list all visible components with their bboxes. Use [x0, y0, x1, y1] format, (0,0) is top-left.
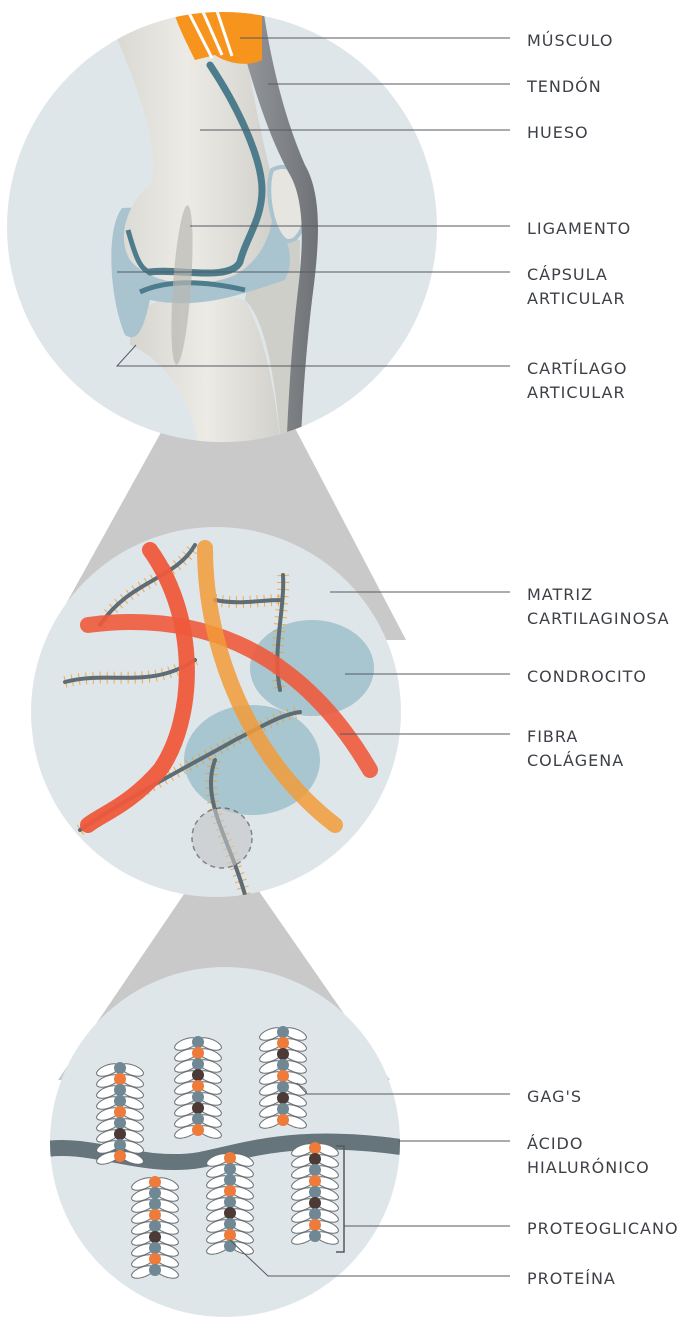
- label-musculo: MÚSCULO: [527, 31, 614, 50]
- label-capsula-line1: CÁPSULA: [527, 265, 608, 284]
- label-fibra-line1: FIBRA: [527, 727, 578, 746]
- protein-core-bead: [192, 1113, 204, 1125]
- protein-core-bead: [149, 1176, 161, 1188]
- label-hueso: HUESO: [527, 123, 589, 142]
- protein-core-bead: [224, 1152, 236, 1164]
- label-ligamento: LIGAMENTO: [527, 219, 631, 238]
- protein-core-bead: [192, 1124, 204, 1136]
- label-acido-line2: HIALURÓNICO: [527, 1158, 650, 1177]
- label-acido-line1: ÁCIDO: [527, 1134, 583, 1153]
- protein-core-bead: [192, 1080, 204, 1092]
- protein-core-bead: [224, 1196, 236, 1208]
- protein-core-bead: [277, 1103, 289, 1115]
- label-gags: GAG'S: [527, 1087, 582, 1106]
- zoom-marker: [192, 808, 252, 868]
- protein-core-bead: [149, 1220, 161, 1232]
- protein-core-bead: [149, 1187, 161, 1199]
- protein-core-bead: [114, 1139, 126, 1151]
- protein-core-bead: [277, 1114, 289, 1126]
- protein-core-bead: [277, 1037, 289, 1049]
- knee-joint-illustration: [7, 0, 437, 460]
- labels: MÚSCULO TENDÓN HUESO LIGAMENTO CÁPSULA A…: [526, 31, 679, 1288]
- proteoglycan-illustration: [40, 967, 420, 1317]
- protein-core-bead: [192, 1069, 204, 1081]
- label-fibra-line2: COLÁGENA: [527, 751, 624, 770]
- label-matriz-line1: MATRIZ: [527, 585, 593, 604]
- protein-core-bead: [114, 1106, 126, 1118]
- protein-core-bead: [224, 1229, 236, 1241]
- protein-core-bead: [309, 1175, 321, 1187]
- protein-core-bead: [309, 1208, 321, 1220]
- protein-core-bead: [309, 1164, 321, 1176]
- label-tendon: TENDÓN: [526, 77, 602, 96]
- protein-core-bead: [309, 1142, 321, 1154]
- label-cartilago-line2: ARTICULAR: [527, 383, 626, 402]
- label-matriz-line2: CARTILAGINOSA: [527, 609, 670, 628]
- protein-core-bead: [277, 1070, 289, 1082]
- protein-core-bead: [309, 1153, 321, 1165]
- protein-core-bead: [149, 1264, 161, 1276]
- protein-core-bead: [277, 1092, 289, 1104]
- protein-core-bead: [224, 1218, 236, 1230]
- protein-core-bead: [277, 1048, 289, 1060]
- protein-core-bead: [149, 1198, 161, 1210]
- protein-core-bead: [149, 1209, 161, 1221]
- protein-core-bead: [277, 1081, 289, 1093]
- protein-core-bead: [277, 1026, 289, 1038]
- protein-core-bead: [309, 1219, 321, 1231]
- protein-core-bead: [224, 1163, 236, 1175]
- protein-core-bead: [309, 1197, 321, 1209]
- label-condrocito: CONDROCITO: [527, 667, 647, 686]
- label-cartilago-line1: CARTÍLAGO: [527, 359, 628, 378]
- protein-core-bead: [114, 1128, 126, 1140]
- label-capsula-line2: ARTICULAR: [527, 289, 626, 308]
- protein-core-bead: [277, 1059, 289, 1071]
- protein-core-bead: [149, 1242, 161, 1254]
- protein-core-bead: [114, 1117, 126, 1129]
- protein-core-bead: [114, 1073, 126, 1085]
- protein-core-bead: [309, 1230, 321, 1242]
- protein-core-bead: [114, 1084, 126, 1096]
- protein-core-bead: [224, 1185, 236, 1197]
- protein-core-bead: [224, 1174, 236, 1186]
- protein-core-bead: [192, 1091, 204, 1103]
- label-proteoglicano: PROTEOGLICANO: [527, 1219, 679, 1238]
- protein-core-bead: [192, 1036, 204, 1048]
- protein-core-bead: [114, 1062, 126, 1074]
- protein-core-bead: [114, 1095, 126, 1107]
- protein-core-bead: [114, 1150, 126, 1162]
- protein-core-bead: [149, 1253, 161, 1265]
- protein-core-bead: [149, 1231, 161, 1243]
- protein-core-bead: [309, 1186, 321, 1198]
- protein-core-bead: [192, 1102, 204, 1114]
- protein-core-bead: [192, 1058, 204, 1070]
- protein-core-bead: [224, 1207, 236, 1219]
- label-proteina: PROTEÍNA: [527, 1269, 616, 1288]
- protein-core-bead: [192, 1047, 204, 1059]
- cartilage-matrix-illustration: [31, 527, 401, 897]
- protein-core-bead: [224, 1240, 236, 1252]
